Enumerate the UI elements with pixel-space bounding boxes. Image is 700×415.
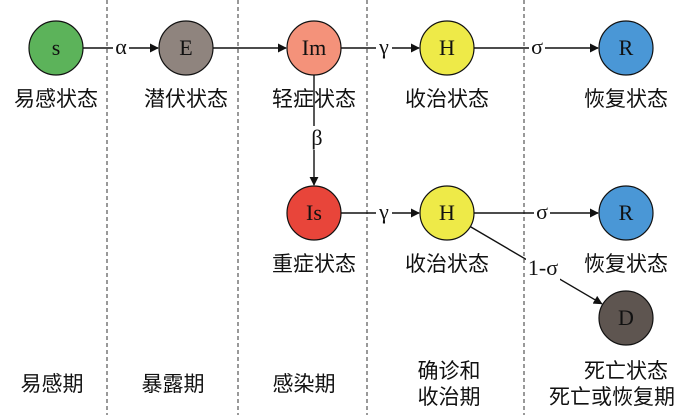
node-s1: s 易感状态 bbox=[14, 20, 98, 111]
node-letter: R bbox=[619, 35, 634, 60]
stage-treatment-label-line2: 收治期 bbox=[418, 385, 481, 409]
node-r2: R 恢复状态 bbox=[584, 185, 668, 276]
edge-label-bg bbox=[534, 200, 550, 224]
node-letter: H bbox=[439, 200, 455, 225]
edge-label-is1-to-h2: γ bbox=[378, 199, 389, 224]
node-circle bbox=[419, 185, 475, 241]
node-is1: Is 重症状态 bbox=[272, 185, 356, 276]
node-d1: D 死亡状态 bbox=[584, 290, 668, 383]
node-h2: H 收治状态 bbox=[405, 185, 489, 276]
edge-label-h2-to-r2: σ bbox=[536, 199, 548, 224]
node-label: 易感状态 bbox=[14, 87, 98, 111]
node-label: 收治状态 bbox=[405, 252, 489, 276]
node-label: 潜伏状态 bbox=[144, 87, 228, 111]
stage-susceptible-label: 易感期 bbox=[21, 372, 84, 396]
edge-label-im1-to-is1: β bbox=[311, 125, 322, 150]
edge-label-bg bbox=[376, 35, 392, 59]
node-circle bbox=[28, 20, 84, 76]
edges: α γ σ β γ σ 1-σ bbox=[83, 34, 603, 305]
node-letter: H bbox=[439, 35, 455, 60]
edge-label-im1-to-h1: γ bbox=[378, 34, 389, 59]
nodes: s 易感状态 E 潜伏状态 Im 轻症状态 H 收治状态 R 恢复状态 Is 重症状态 H 收治状态 R 恢复… bbox=[14, 20, 668, 383]
node-label: 恢复状态 bbox=[584, 87, 668, 111]
node-circle bbox=[598, 185, 654, 241]
stage-labels: 易感期 暴露期 感染期 确诊和 收治期 死亡或恢复期 bbox=[21, 359, 676, 409]
edge-label-s1-to-e1: α bbox=[115, 34, 127, 59]
node-label: 恢复状态 bbox=[584, 252, 668, 276]
node-circle bbox=[158, 20, 214, 76]
node-letter: s bbox=[52, 35, 61, 60]
stage-treatment-label-line1: 确诊和 bbox=[418, 359, 481, 383]
edge-label-bg bbox=[526, 256, 560, 280]
edge-label-bg bbox=[529, 35, 545, 59]
edge-label-h2-to-d1: 1-σ bbox=[528, 255, 558, 280]
edge-label-bg bbox=[376, 200, 392, 224]
node-letter: R bbox=[619, 200, 634, 225]
node-r1: R 恢复状态 bbox=[584, 20, 668, 111]
node-letter: Is bbox=[306, 200, 322, 225]
node-circle bbox=[286, 20, 342, 76]
stage-infection-label: 感染期 bbox=[273, 372, 336, 396]
node-circle bbox=[598, 20, 654, 76]
node-label: 轻症状态 bbox=[272, 87, 356, 111]
edge-label-bg bbox=[113, 35, 129, 59]
edge-label-h1-to-r1: σ bbox=[531, 34, 543, 59]
node-letter: E bbox=[179, 35, 192, 60]
node-circle bbox=[598, 290, 654, 346]
node-label: 收治状态 bbox=[405, 87, 489, 111]
node-circle bbox=[286, 185, 342, 241]
node-im1: Im 轻症状态 bbox=[272, 20, 356, 111]
node-letter: Im bbox=[302, 35, 326, 60]
node-letter: D bbox=[618, 305, 634, 330]
stage-outcome-label: 死亡或恢复期 bbox=[549, 385, 675, 409]
node-label: 重症状态 bbox=[272, 252, 356, 276]
node-circle bbox=[419, 20, 475, 76]
node-h1: H 收治状态 bbox=[405, 20, 489, 111]
node-label: 死亡状态 bbox=[584, 359, 668, 383]
edge-label-bg bbox=[309, 126, 325, 150]
node-e1: E 潜伏状态 bbox=[144, 20, 228, 111]
stage-dividers bbox=[106, 0, 525, 415]
stage-exposure-label: 暴露期 bbox=[142, 372, 205, 396]
